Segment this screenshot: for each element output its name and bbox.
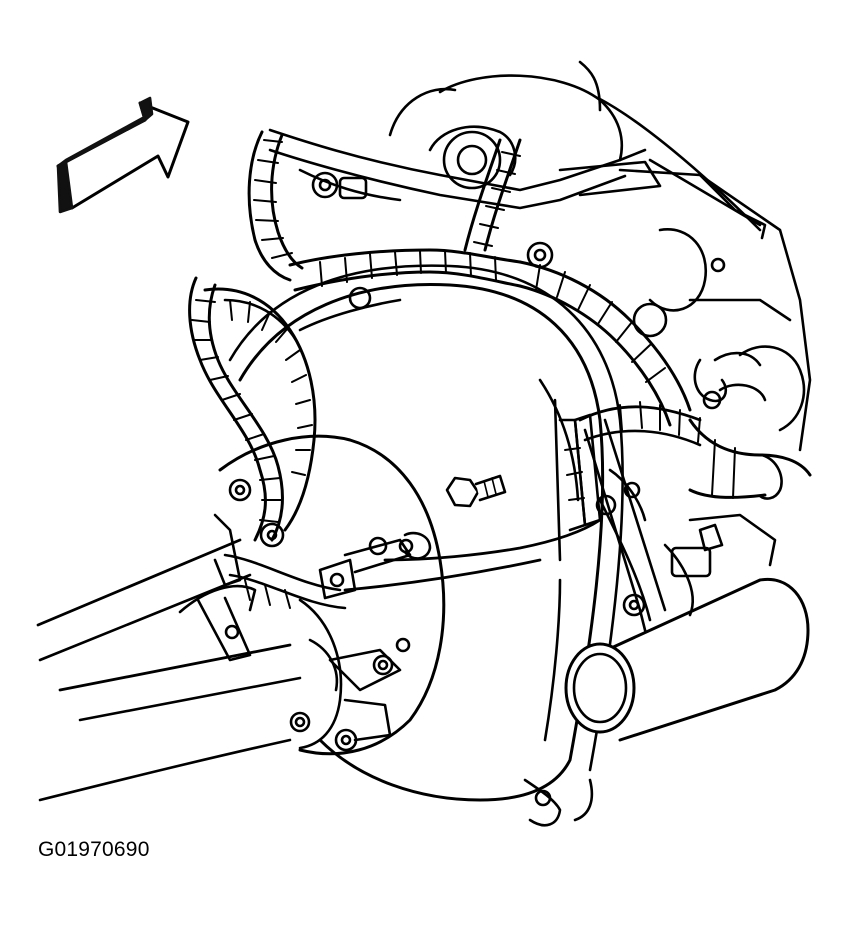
direction-arrow-icon: [58, 98, 188, 212]
bolt: [447, 476, 505, 506]
range-sensor: [566, 515, 808, 740]
bell-housing: [230, 266, 665, 826]
cooler-hose: [690, 360, 810, 498]
upper-harness: [249, 130, 690, 425]
engine-block: [390, 62, 810, 450]
lower-harness: [190, 278, 700, 608]
tail-shaft: [38, 540, 300, 800]
figure-code-label: G01970690: [38, 838, 150, 861]
extension-housing: [220, 436, 444, 754]
